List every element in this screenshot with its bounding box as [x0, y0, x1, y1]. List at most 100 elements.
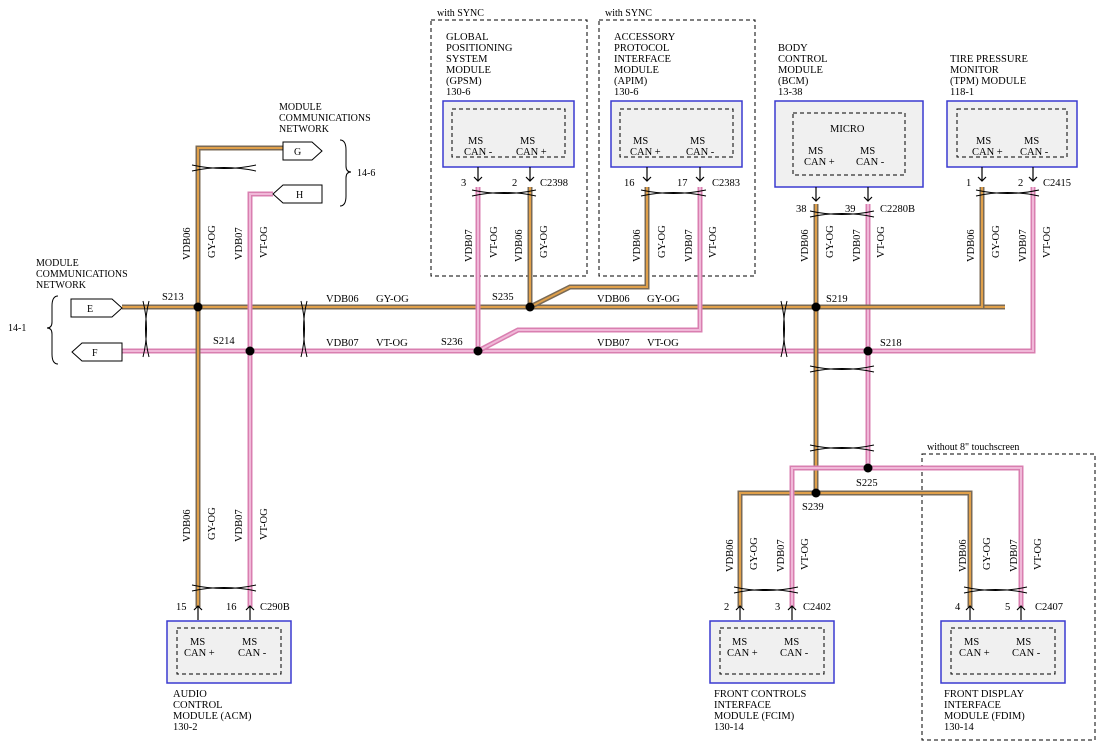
apim-connector: C2383: [712, 178, 740, 189]
pin-chevron-fdim-b: [1016, 605, 1026, 620]
label-s218: S218: [880, 338, 902, 349]
fcim-name-1: FRONT CONTROLS: [714, 689, 806, 700]
acm-name-4: 130-2: [173, 722, 198, 733]
tpm-pin-b: 2: [1018, 178, 1023, 189]
bcm-box: [774, 100, 924, 188]
vlabel-vtog-gpsm: VT-OG: [489, 226, 500, 258]
wire-vdb06-left-trunk: [197, 147, 283, 607]
vlabel-vdb07-fdim: VDB07: [1009, 539, 1020, 572]
acm-name-2: CONTROL: [173, 700, 223, 711]
vlabel-vdb06-tpm: VDB06: [966, 229, 977, 262]
apim-pin-a-label-1: MS: [633, 136, 648, 147]
twist-markers: [142, 164, 1040, 594]
fdim-pin-b-label-2: CAN -: [1012, 648, 1041, 659]
bcm-pin-b: 39: [845, 204, 856, 215]
fcim-name-2: INTERFACE: [714, 700, 771, 711]
tpm-name-1: TIRE PRESSURE: [950, 54, 1028, 65]
hlabel-vtog-left: VT-OG: [376, 338, 408, 349]
apim-pin-a: 16: [624, 178, 635, 189]
fcim-name-3: MODULE (FCIM): [714, 711, 795, 722]
hlabel-vdb06-right: VDB06: [597, 294, 630, 305]
wire-vdb07-left-trunk: [249, 193, 273, 607]
hlabel-vdb07-left: VDB07: [326, 338, 359, 349]
gpsm-inner-box: [451, 108, 566, 158]
tpm-name-2: MONITOR: [950, 65, 999, 76]
bcm-name-1: BODY: [778, 43, 808, 54]
with-sync-label-2: with SYNC: [605, 8, 652, 19]
splice-s236: [473, 346, 483, 356]
fcim-pin-b-label-2: CAN -: [780, 648, 809, 659]
twist-mid-bus: [300, 300, 308, 358]
vlabel-vdb07-lt: VDB07: [234, 227, 245, 260]
pin-chevron-fcim-b: [787, 605, 797, 620]
mcn-top-line1: MODULE: [279, 102, 322, 113]
apim-pin-b: 17: [677, 178, 688, 189]
splice-s214: [245, 346, 255, 356]
fdim-name-3: MODULE (FDIM): [944, 711, 1025, 722]
fcim-pin-a-label-2: CAN +: [727, 648, 758, 659]
pin-chevron-bcm-b: [863, 187, 873, 202]
module-tpm: TIRE PRESSURE MONITOR (TPM) MODULE 118-1…: [946, 54, 1078, 189]
splice-s235: [525, 302, 535, 312]
module-fcim: MS CAN + MS CAN - 2 3 C2402 FRONT CONTRO…: [709, 602, 835, 733]
wire-vdb07-front: [791, 467, 1022, 607]
fcim-box: [709, 620, 835, 684]
vlabel-gyog-fdim: GY-OG: [982, 537, 993, 570]
bcm-pin-b-label-2: CAN -: [856, 157, 885, 168]
apim-name-5: (APIM): [614, 76, 648, 87]
gpsm-name-5: (GPSM): [446, 76, 482, 87]
vlabel-vdb06-lb: VDB06: [182, 509, 193, 542]
vlabel-vtog-fdim: VT-OG: [1033, 538, 1044, 570]
tpm-pin-a: 1: [966, 178, 971, 189]
without-touchscreen-box: [921, 453, 1096, 741]
mcn-top-line3: NETWORK: [279, 124, 330, 135]
fdim-pin-a-label-2: CAN +: [959, 648, 990, 659]
tpm-pin-b-label-2: CAN -: [1020, 147, 1049, 158]
wire-vdb07-apim-outer: [476, 187, 703, 354]
vlabel-vdb06-bcm: VDB06: [800, 229, 811, 262]
hlabel-vdb07-right: VDB07: [597, 338, 630, 349]
label-s213: S213: [162, 292, 184, 303]
vlabel-gyog-bcm: GY-OG: [825, 225, 836, 258]
apim-name-6: 130-6: [614, 87, 639, 98]
bcm-connector: C2280B: [880, 204, 915, 215]
splice-s213: [193, 302, 203, 312]
bcm-inner-box: [792, 112, 906, 176]
pin-chevron-fdim-a: [965, 605, 975, 620]
gpsm-pin-a-label-1: MS: [468, 136, 483, 147]
twist-gpsm: [471, 189, 537, 197]
bcm-pin-a-label-2: CAN +: [804, 157, 835, 168]
pin-chevron-acm-b: [245, 605, 255, 620]
vlabel-vdb06-apim: VDB06: [632, 229, 643, 262]
fcim-pin-b-label-1: MS: [784, 637, 799, 648]
wire-vdb06-front: [739, 492, 971, 607]
fdim-pin-b-label-1: MS: [1016, 637, 1031, 648]
twist-bcm: [809, 210, 875, 218]
with-sync-label-1: with SYNC: [437, 8, 484, 19]
apim-pin-b-label-2: CAN -: [686, 147, 715, 158]
splice-s218: [863, 346, 873, 356]
gpsm-name-2: POSITIONING: [446, 43, 513, 54]
vlabel-gyog-fcim: GY-OG: [749, 537, 760, 570]
vlabel-vdb06-fdim: VDB06: [958, 539, 969, 572]
bcm-name-3: MODULE: [778, 65, 823, 76]
connector-g-label: G: [294, 147, 301, 158]
mcn-top-ref: 14-6: [357, 168, 375, 179]
gpsm-connector: C2398: [540, 178, 568, 189]
wire-vdb06-apim: [529, 187, 648, 308]
acm-pin-a-label-2: CAN +: [184, 648, 215, 659]
vlabel-gyog-tpm: GY-OG: [991, 225, 1002, 258]
vlabel-vdb07-apim: VDB07: [684, 229, 695, 262]
wire-vdb07-tpm: [868, 187, 1034, 352]
fcim-connector: C2402: [803, 602, 831, 613]
connector-f-label: F: [92, 348, 98, 359]
gpsm-name-3: SYSTEM: [446, 54, 488, 65]
twist-tpm: [975, 189, 1040, 197]
twist-fcim: [733, 586, 799, 594]
module-fdim: MS CAN + MS CAN - 4 5 C2407 FRONT DISPLA…: [940, 602, 1066, 733]
vlabel-vdb06-fcim: VDB06: [725, 539, 736, 572]
bcm-pin-b-label-1: MS: [860, 146, 875, 157]
vertical-wire-labels: VDB06 GY-OG VDB07 VT-OG VDB06 GY-OG VDB0…: [182, 225, 1053, 572]
wire-vdb06-tpm: [816, 187, 983, 308]
with-sync-box-apim: [598, 19, 756, 277]
